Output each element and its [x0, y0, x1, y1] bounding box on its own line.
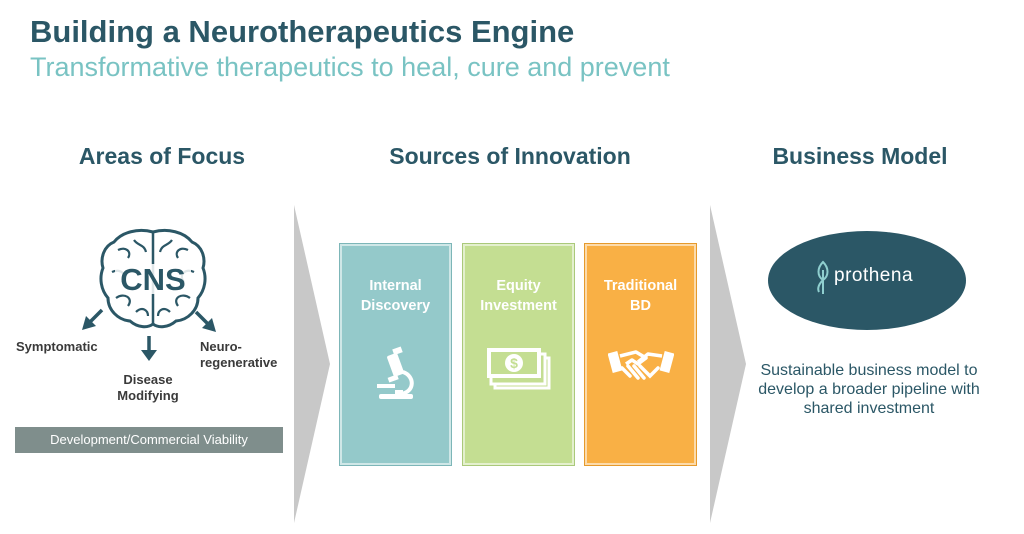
- business-model-description: Sustainable business model to develop a …: [758, 362, 980, 417]
- neuroregenerative-line2: regenerative: [200, 355, 278, 370]
- disease-modifying-line1: Disease: [123, 372, 173, 387]
- money-icon: $: [486, 348, 550, 390]
- brain-label: CNS: [120, 262, 185, 297]
- arrow-down-right-icon: [194, 310, 216, 332]
- areas-of-focus-heading: Areas of Focus: [78, 143, 246, 169]
- internal-discovery-box: Internal Discovery: [339, 243, 452, 466]
- chevron-arrow-1: [294, 205, 330, 523]
- equity-investment-line2: Investment: [480, 298, 557, 314]
- svg-text:$: $: [510, 355, 518, 371]
- microscope-icon: [376, 346, 414, 399]
- neuroregenerative-label: Neuro- regenerative: [200, 339, 277, 371]
- handshake-icon: [607, 350, 674, 380]
- disease-modifying-line2: Modifying: [117, 388, 179, 403]
- prothena-logo-text: prothena: [834, 265, 914, 286]
- arrow-down-left-icon: [82, 308, 104, 330]
- page-subtitle: Transformative therapeutics to heal, cur…: [30, 52, 670, 82]
- traditional-bd-line1: Traditional: [603, 278, 678, 294]
- page-title: Building a Neurotherapeutics Engine: [30, 14, 575, 49]
- prothena-logo-oval: prothena: [768, 231, 966, 330]
- traditional-bd-box: Traditional BD: [584, 243, 697, 466]
- equity-investment-line1: Equity: [496, 278, 541, 294]
- equity-investment-box: Equity Investment $: [462, 243, 575, 466]
- internal-discovery-line2: Discovery: [360, 298, 431, 314]
- traditional-bd-line2: BD: [630, 298, 651, 314]
- symptomatic-label: Symptomatic: [16, 339, 98, 354]
- viability-banner: Development/Commercial Viability: [15, 427, 283, 453]
- arrow-down-icon: [141, 336, 157, 361]
- disease-modifying-label: Disease Modifying: [110, 372, 186, 404]
- traditional-bd-label: Traditional BD: [587, 276, 694, 316]
- internal-discovery-line1: Internal: [369, 278, 422, 294]
- chevron-arrow-2: [710, 205, 746, 523]
- business-model-heading: Business Model: [772, 143, 948, 169]
- internal-discovery-label: Internal Discovery: [342, 276, 449, 316]
- neuroregenerative-line1: Neuro-: [200, 339, 242, 354]
- equity-investment-label: Equity Investment: [465, 276, 572, 316]
- sources-of-innovation-heading: Sources of Innovation: [389, 143, 631, 169]
- brain-icon: CNS: [99, 228, 207, 329]
- prothena-leaf-icon: [817, 260, 829, 294]
